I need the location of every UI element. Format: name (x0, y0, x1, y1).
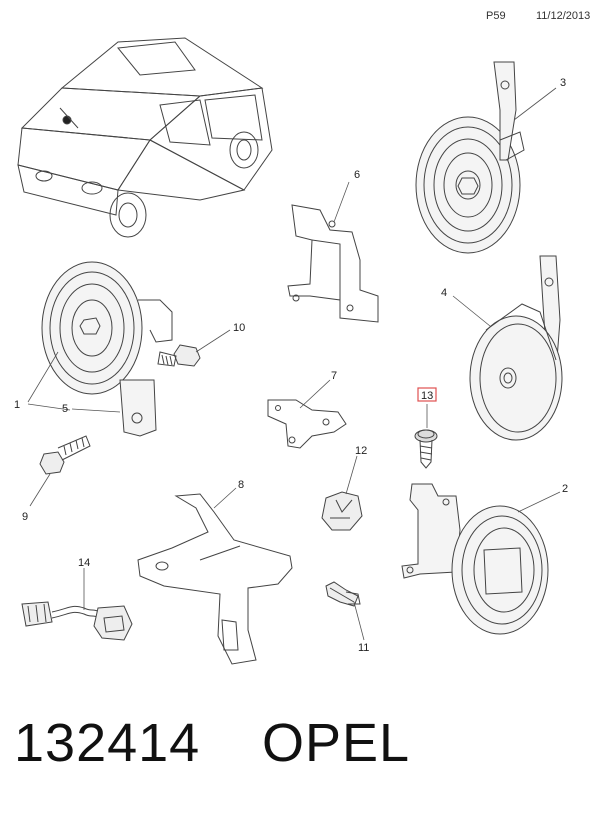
page-number: P59 (486, 10, 506, 22)
horn-part-4 (469, 255, 563, 441)
callout-12: 12 (355, 445, 367, 457)
callout-10: 10 (233, 322, 245, 334)
callout-6: 6 (354, 169, 360, 181)
print-date: 11/12/2013 (536, 10, 591, 22)
clip-part-12 (321, 491, 363, 531)
part-group-code: 132414 (14, 713, 201, 773)
horn-part-3 (415, 61, 525, 254)
callout-4: 4 (441, 287, 447, 299)
callout-1: 1 (14, 399, 20, 411)
wiring-harness-part-14 (21, 601, 133, 641)
callout-14: 14 (78, 557, 90, 569)
horn-part-2 (401, 483, 549, 635)
screw-part-11 (325, 581, 361, 607)
bolt-part-9 (39, 435, 91, 475)
bolt-part-10 (157, 344, 201, 367)
highlight-box-13 (417, 387, 437, 402)
callout-labels: 6 3 4 10 1 5 7 13 9 12 8 2 14 11 (14, 77, 568, 654)
callout-8: 8 (238, 479, 244, 491)
bracket-part-8 (137, 493, 293, 665)
callout-13: 13 (421, 390, 433, 402)
screw-part-13 (414, 429, 438, 469)
bracket-part-7 (267, 399, 347, 449)
callout-2: 2 (562, 483, 568, 495)
car-illustration (17, 37, 273, 238)
bracket-part-6 (287, 204, 379, 323)
horn-part-1 (41, 261, 173, 437)
callout-3: 3 (560, 77, 566, 89)
leader-lines (27, 87, 561, 641)
callout-11: 11 (358, 642, 369, 654)
callout-9: 9 (22, 511, 28, 523)
callout-7: 7 (331, 370, 337, 382)
brand-name: OPEL (262, 713, 411, 773)
callout-5: 5 (62, 403, 68, 415)
